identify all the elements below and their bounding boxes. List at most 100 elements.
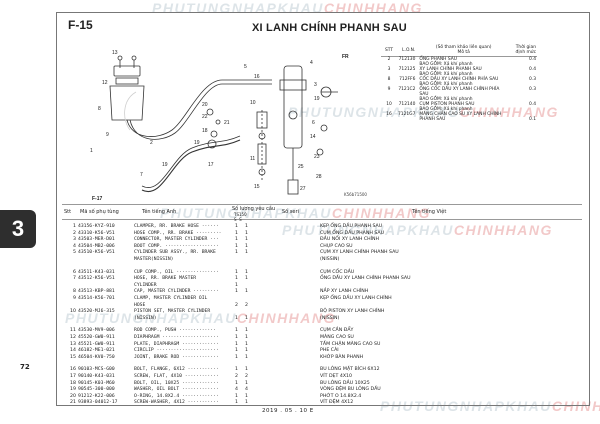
part-idx: 5 xyxy=(73,250,76,256)
part-no: 43156-KYZ-910 xyxy=(78,224,115,229)
cell-stt: 16 xyxy=(386,112,392,117)
part-vn: TẤM CHẶN MÀNG CAO SU xyxy=(320,341,381,347)
part-vn: (NISSIN) xyxy=(320,315,340,321)
part-q1: 1 xyxy=(235,393,238,399)
parts-row[interactable]: MASTER(NISSIN)(NISSIN) xyxy=(62,257,582,263)
part-en: CONNECTOR, MASTER CYLINDER ··· xyxy=(134,237,219,243)
part-q2: 1 xyxy=(245,315,248,321)
part-no: 90145-K03-M60 xyxy=(78,380,115,386)
part-vn: VÍT DẸT 4X10 xyxy=(320,374,353,379)
part-no: 43530-MV9-006 xyxy=(78,328,115,334)
part-q1: 2 xyxy=(235,374,238,379)
part-q1: 1 xyxy=(235,341,238,347)
cell-desc: XY LANH CHÍNH PHANH SAU xyxy=(419,67,482,72)
part-q2: 1 xyxy=(245,341,248,347)
part-vn: CỤM CỐC DẦU xyxy=(320,269,355,275)
svg-text:19: 19 xyxy=(162,162,168,168)
part-q1: 1 xyxy=(235,380,238,386)
svg-text:6: 6 xyxy=(312,120,315,126)
brake-hose-shape xyxy=(141,139,241,193)
part-vn: KẸP ỐNG DẦU PHANH SAU xyxy=(320,224,383,229)
part-en: CLAMPER, RR. BRAKE HOSE ······ xyxy=(134,224,219,229)
page-frame xyxy=(56,12,590,406)
part-q2: 1 xyxy=(245,393,248,399)
watermark: PHUTUNGNHAPKHAUCHINHHANG xyxy=(380,398,600,414)
part-en: CAP, MASTER CYLINDER ········· xyxy=(134,289,219,295)
cell-t: 0.3 xyxy=(529,77,536,82)
svg-text:21: 21 xyxy=(224,120,230,126)
cell-stt: 10 xyxy=(386,102,392,107)
part-no: 43504-MB2-006 xyxy=(78,243,115,249)
service-time-row: BAO GỒM: Xả khí phanh xyxy=(381,82,537,87)
part-no: 93893-04012-17 xyxy=(78,400,118,406)
part-vn: ỐNG DẦU XY LANH CHÍNH PHANH SAU xyxy=(320,276,411,282)
service-time-row: BAO GỒM: Xả khí phanh xyxy=(381,107,537,112)
cell-t: 0.4 xyxy=(529,57,536,62)
part-en: CYLINDER SUB ASSY., RR. BRAKE xyxy=(134,250,216,256)
cell-desc: BAO GỒM: Xả khí phanh xyxy=(419,107,473,112)
cell-t: 0.4 xyxy=(529,67,536,72)
parts-list-header: Stt Mã số phụ tùng Tên tiếng Anh Số lượn… xyxy=(62,204,582,222)
col-stt: Stt xyxy=(64,209,72,215)
cell-desc: CỤM PISTON PHANH SAU xyxy=(419,102,475,107)
part-q2: 1 xyxy=(245,230,248,236)
part-vn: VÍT ĐỆM 4X12 xyxy=(320,400,354,406)
part-idx: 15 xyxy=(70,354,76,360)
part-q1: 1 xyxy=(235,276,238,282)
part-en: CUP COMP., OIL ··············· xyxy=(134,269,219,275)
part-en: PLATE, DIAPHRAGM ············· xyxy=(134,341,219,347)
svg-text:5: 5 xyxy=(244,64,247,70)
footer-date: 2019 . 05 . 10 E xyxy=(262,408,314,414)
svg-text:19: 19 xyxy=(314,96,320,102)
part-idx: 8 xyxy=(73,289,76,295)
part-no: 45520-GW0-911 xyxy=(78,335,115,340)
svg-text:2: 2 xyxy=(150,140,153,146)
chapter-tab[interactable]: 3 xyxy=(0,210,36,248)
cell-desc: BAO GỒM: Xả khí phanh xyxy=(419,97,473,102)
part-idx: 16 xyxy=(70,367,76,373)
part-no: 43512-K56-V51 xyxy=(78,276,115,282)
part-no: 43514-K56-701 xyxy=(78,296,115,301)
col-name-vn: Tên tiếng Việt xyxy=(412,209,447,215)
cell-t: 0.1 xyxy=(529,117,536,122)
f17-label: F-17 xyxy=(92,196,103,202)
part-q2: 2 xyxy=(245,302,248,308)
part-q1: 1 xyxy=(235,354,238,360)
master-cylinder-shape xyxy=(283,65,303,149)
part-q1: 1 xyxy=(235,315,238,321)
svg-text:14: 14 xyxy=(310,134,316,140)
part-idx: 2 xyxy=(73,230,76,236)
part-en: BOLT, OIL, 10X25 ············· xyxy=(134,380,219,386)
svg-text:10: 10 xyxy=(250,100,256,106)
part-q2: 2 xyxy=(245,374,248,379)
